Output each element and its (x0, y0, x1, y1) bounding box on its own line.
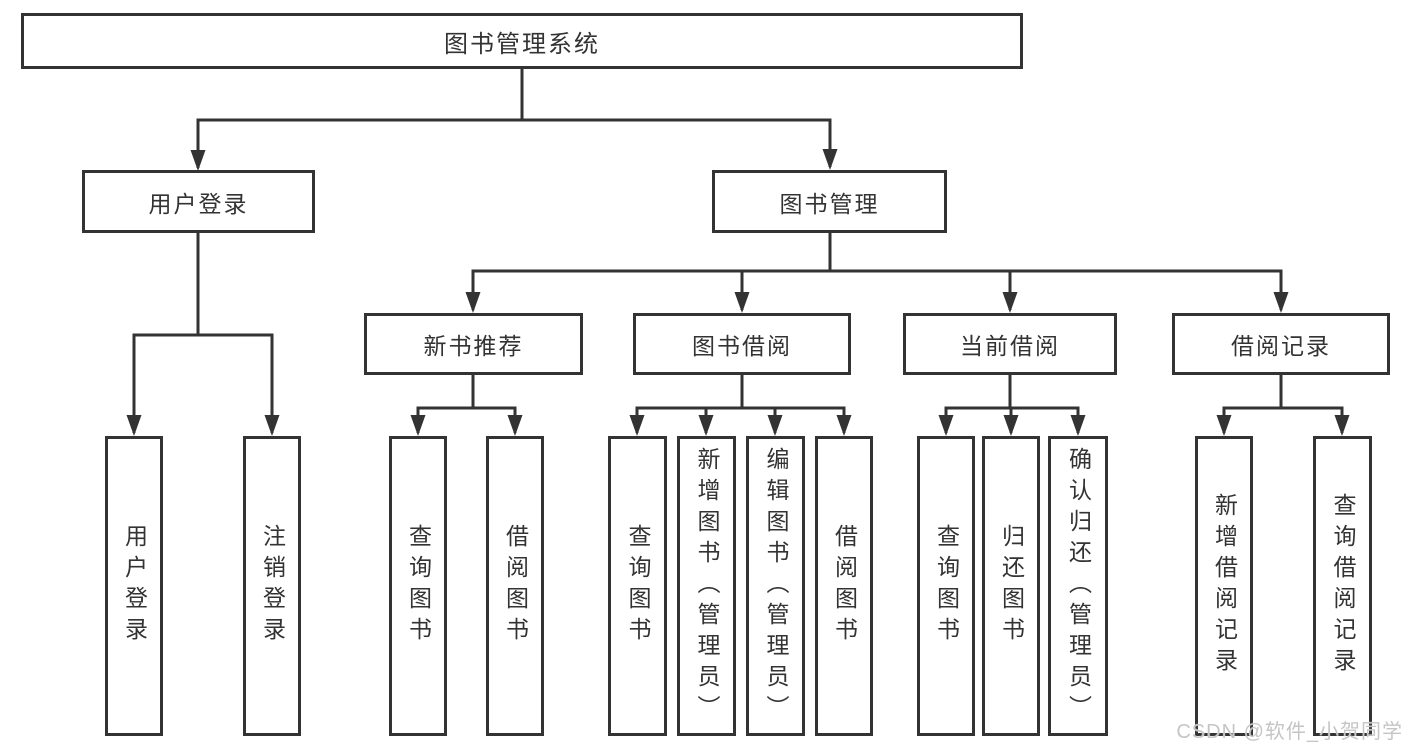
node-rec-query-books: 查询图书 (389, 436, 447, 736)
node-br-add-record: 新增借阅记录 (1195, 436, 1253, 736)
node-cb-return-books-label: 归还图书 (998, 524, 1025, 648)
node-current-borrowing: 当前借阅 (903, 313, 1117, 375)
node-book-borrowing: 图书借阅 (633, 313, 851, 375)
node-bb-edit-books-label: 编辑图书（管理员） (763, 446, 789, 726)
node-logout-label: 注销登录 (259, 524, 286, 648)
node-bb-add-books-label: 新增图书（管理员） (694, 446, 720, 726)
node-cb-query-books: 查询图书 (917, 436, 975, 736)
node-bb-query-books: 查询图书 (608, 436, 667, 736)
node-bb-borrow-books: 借阅图书 (815, 436, 873, 736)
node-bb-query-books-label: 查询图书 (625, 524, 651, 648)
node-rec-borrow-books-label: 借阅图书 (502, 524, 529, 648)
node-login: 用户登录 (105, 436, 163, 736)
node-rec-query-books-label: 查询图书 (405, 524, 432, 648)
node-cb-return-books: 归还图书 (982, 436, 1040, 736)
node-bb-borrow-books-label: 借阅图书 (831, 524, 858, 648)
node-cb-query-books-label: 查询图书 (933, 524, 960, 648)
node-rec-borrow-books: 借阅图书 (486, 436, 544, 736)
node-new-book-recommendation: 新书推荐 (364, 313, 583, 375)
node-cb-confirm-return: 确认归还（管理员） (1048, 436, 1108, 736)
node-logout: 注销登录 (243, 436, 301, 736)
node-cb-confirm-return-label: 确认归还（管理员） (1065, 446, 1092, 726)
watermark: CSDN @软件_小贺同学 (1176, 721, 1403, 743)
node-root: 图书管理系统 (21, 13, 1023, 69)
node-root-label: 图书管理系统 (444, 30, 600, 58)
node-book-borrowing-label: 图书借阅 (692, 333, 792, 359)
node-user-login-label: 用户登录 (148, 190, 249, 217)
node-br-add-record-label: 新增借阅记录 (1211, 493, 1238, 679)
node-bb-add-books: 新增图书（管理员） (677, 436, 736, 736)
node-book-management-label: 图书管理 (779, 190, 880, 217)
node-new-book-recommendation-label: 新书推荐 (423, 333, 524, 359)
node-login-label: 用户登录 (121, 524, 148, 648)
node-borrowing-records: 借阅记录 (1172, 313, 1390, 375)
node-borrowing-records-label: 借阅记录 (1231, 333, 1331, 359)
node-bb-edit-books: 编辑图书（管理员） (746, 436, 805, 736)
node-user-login: 用户登录 (82, 170, 315, 233)
node-current-borrowing-label: 当前借阅 (960, 333, 1060, 359)
node-book-management: 图书管理 (712, 170, 947, 233)
node-br-query-record-label: 查询借阅记录 (1330, 493, 1356, 679)
node-br-query-record: 查询借阅记录 (1313, 436, 1372, 736)
